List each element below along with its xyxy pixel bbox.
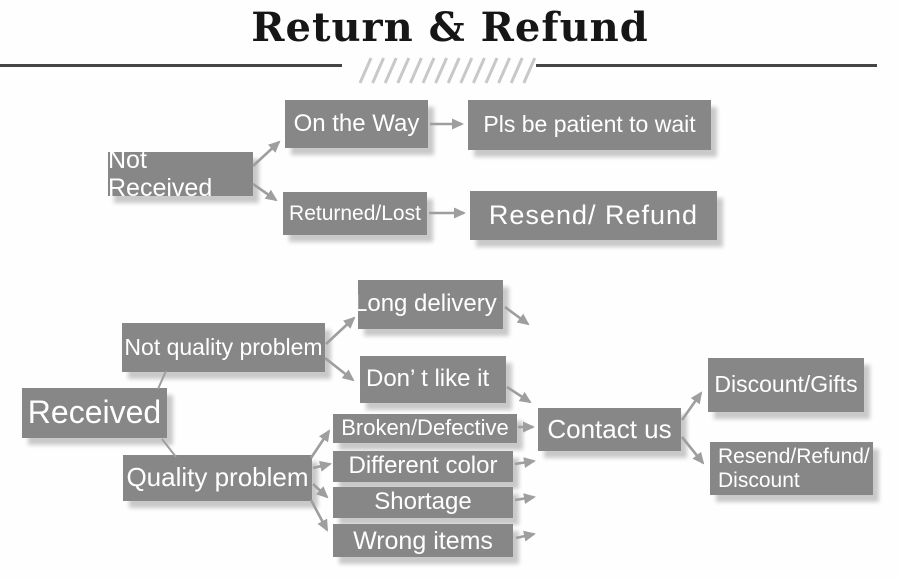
- node-received: Received: [22, 388, 167, 438]
- hatch-decoration-icon: [358, 57, 537, 84]
- node-long-delivery: Long delivery: [358, 280, 503, 329]
- node-wrong-items: Wrong items: [333, 524, 513, 557]
- page-title: Return & Refund: [251, 4, 649, 51]
- divider-left: [0, 64, 342, 67]
- node-broken-defective: Broken/Defective: [333, 414, 517, 443]
- node-not-received: Not Received: [108, 152, 253, 196]
- node-different-color: Different color: [333, 451, 513, 482]
- node-dont-like-it: Don’ t like it: [360, 356, 506, 403]
- node-resend-refund: Resend/ Refund: [470, 191, 717, 240]
- node-on-the-way: On the Way: [285, 100, 428, 148]
- divider-right: [536, 64, 877, 67]
- node-shortage: Shortage: [333, 487, 513, 518]
- node-quality-problem: Quality problem: [123, 455, 312, 501]
- node-resend-refund-discount: Resend/Refund/ Discount: [710, 442, 873, 495]
- node-discount-gifts: Discount/Gifts: [708, 358, 864, 412]
- node-returned-lost: Returned/Lost: [283, 192, 427, 235]
- node-pls-be-patient: Pls be patient to wait: [468, 100, 711, 150]
- node-contact-us: Contact us: [538, 408, 681, 451]
- node-not-quality-problem: Not quality problem: [122, 323, 325, 372]
